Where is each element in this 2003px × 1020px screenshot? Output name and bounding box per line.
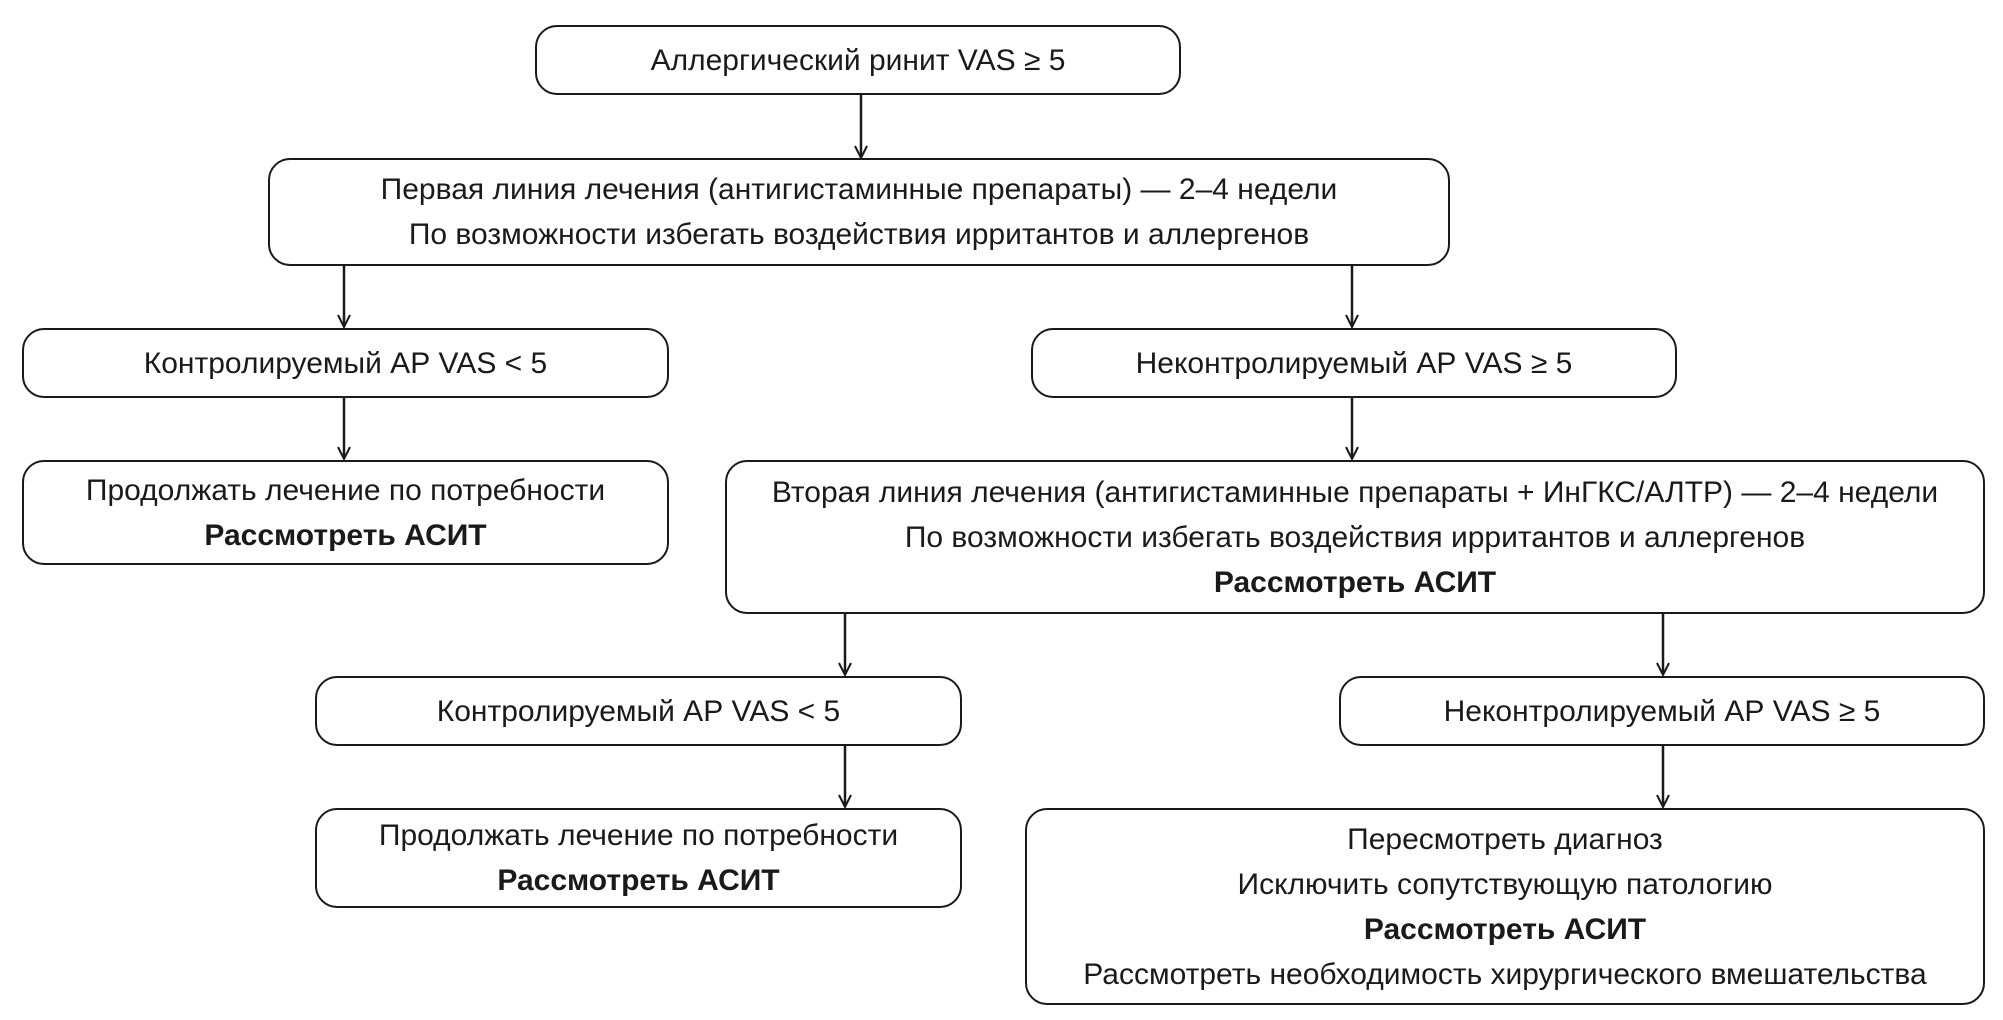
node-allergic-rhinitis: Аллергический ринит VAS ≥ 5 [535, 25, 1181, 95]
node-controlled-2: Контролируемый АР VAS < 5 [315, 676, 962, 746]
controlled-2-text: Контролируемый АР VAS < 5 [436, 694, 841, 728]
second-line-avoid-text: По возможности избегать воздействия ирри… [904, 520, 1806, 554]
node-first-line-treatment: Первая линия лечения (антигистаминные пр… [268, 158, 1450, 266]
reconsider-diagnosis-text: Пересмотреть диагноз [1347, 822, 1663, 856]
continue-2-text: Продолжать лечение по потребности [378, 819, 899, 852]
node-continue-2: Продолжать лечение по потребности Рассмо… [315, 808, 962, 908]
uncontrolled-1-text: Неконтролируемый АР VAS ≥ 5 [1135, 346, 1573, 380]
continue-1-asit-text: Рассмотреть АСИТ [204, 518, 487, 552]
node-controlled-1: Контролируемый АР VAS < 5 [22, 328, 669, 398]
controlled-1-text: Контролируемый АР VAS < 5 [143, 346, 548, 380]
first-line-text: Первая линия лечения (антигистаминные пр… [380, 173, 1338, 206]
second-line-text: Вторая линия лечения (антигистаминные пр… [771, 475, 1939, 509]
second-line-asit-text: Рассмотреть АСИТ [1213, 565, 1497, 599]
continue-1-text: Продолжать лечение по потребности [85, 473, 606, 507]
uncontrolled-2-text: Неконтролируемый АР VAS ≥ 5 [1443, 694, 1881, 728]
node-second-line-treatment: Вторая линия лечения (антигистаминные пр… [725, 460, 1985, 614]
reconsider-asit-text: Рассмотреть АСИТ [1363, 912, 1647, 946]
first-line-avoid-text: По возможности избегать воздействия ирри… [408, 218, 1310, 251]
node-uncontrolled-1: Неконтролируемый АР VAS ≥ 5 [1031, 328, 1677, 398]
node-reconsider-diagnosis: Пересмотреть диагноз Исключить сопутству… [1025, 808, 1985, 1005]
node-continue-1: Продолжать лечение по потребности Рассмо… [22, 460, 669, 565]
continue-2-asit-text: Рассмотреть АСИТ [497, 864, 780, 897]
exclude-comorbidity-text: Исключить сопутствующую патологию [1237, 867, 1773, 901]
consider-surgery-text: Рассмотреть необходимость хирургического… [1083, 957, 1927, 991]
node-uncontrolled-2: Неконтролируемый АР VAS ≥ 5 [1339, 676, 1985, 746]
node-start-text: Аллергический ринит VAS ≥ 5 [650, 43, 1066, 77]
